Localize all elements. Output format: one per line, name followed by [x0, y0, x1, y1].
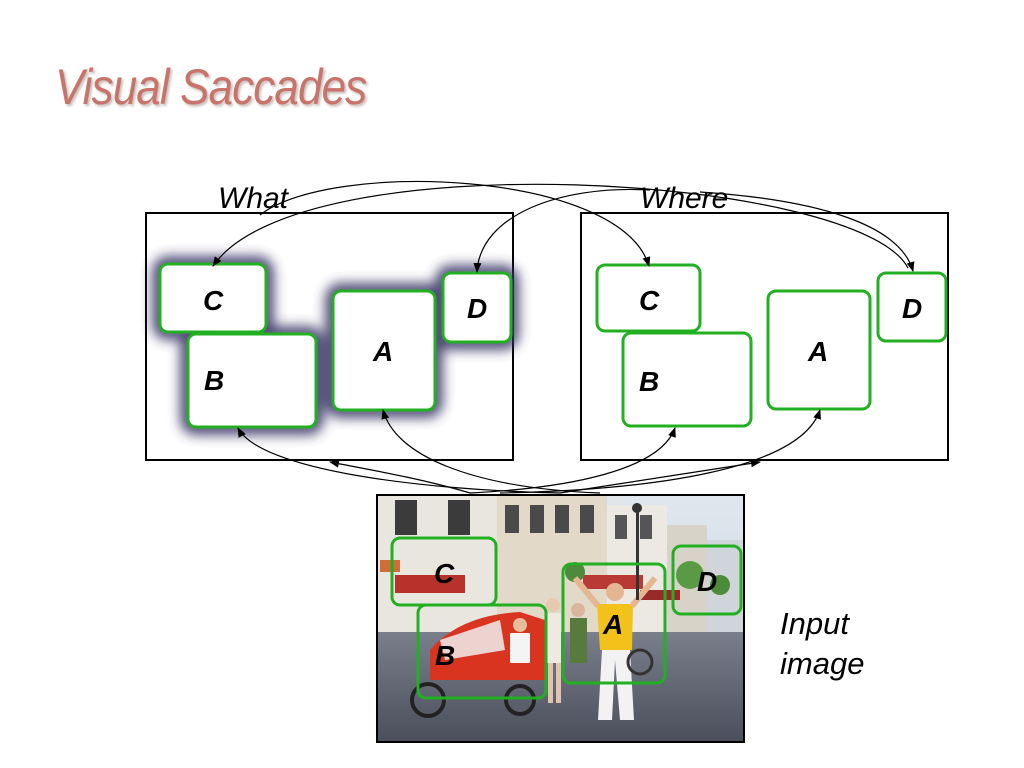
input-region-b-letter: B [435, 640, 455, 671]
input-region-a: A [561, 562, 667, 685]
what-region-a: A [331, 289, 437, 412]
input-image-caption-line1: Input [780, 606, 849, 641]
arrow-into-what-frame [329, 459, 471, 494]
arrow-into-where-frame [559, 459, 761, 494]
arrow-to-where-c [259, 180, 651, 267]
input-image-frame [376, 494, 745, 743]
what-region-b-letter: B [204, 365, 224, 396]
input-image-caption: Input image [780, 604, 864, 684]
where-panel: C B A D [580, 212, 949, 461]
arrow-to-what-a [381, 409, 601, 494]
arrow-to-what-c [212, 183, 909, 269]
what-region-c-letter: C [203, 285, 224, 316]
what-label: What [218, 182, 290, 215]
slide-title: Visual Saccades [55, 59, 367, 115]
bottom-saccade-arrows [237, 409, 821, 494]
what-region-b: B [186, 332, 318, 429]
input-image-caption-line2: image [780, 646, 865, 681]
input-image: C B A D [376, 494, 745, 743]
input-region-c-letter: C [434, 558, 455, 589]
input-region-b: B [416, 603, 548, 700]
where-region-b: B [621, 331, 753, 428]
arrow-to-where-a [499, 409, 821, 494]
what-region-d: D [441, 271, 513, 344]
where-region-c: C [595, 263, 702, 333]
what-region-c: C [158, 262, 268, 334]
where-region-b-letter: B [639, 366, 659, 397]
what-region-a-letter: A [372, 336, 393, 367]
where-label: Where [640, 182, 728, 215]
arrow-to-where-d [699, 191, 915, 272]
where-region-c-letter: C [639, 285, 660, 316]
arrow-to-where-b [469, 427, 676, 494]
what-panel: C B A D [145, 212, 519, 461]
input-region-d: D [671, 544, 743, 616]
top-saccade-arrows [212, 180, 915, 273]
where-region-d: D [876, 271, 948, 343]
input-region-d-letter: D [697, 566, 717, 597]
what-region-d-letter: D [467, 293, 487, 324]
arrow-to-what-d [473, 188, 651, 273]
where-region-a: A [766, 289, 872, 411]
input-region-a-letter: A [602, 609, 623, 640]
where-region-a-letter: A [807, 336, 828, 367]
where-region-d-letter: D [902, 293, 922, 324]
